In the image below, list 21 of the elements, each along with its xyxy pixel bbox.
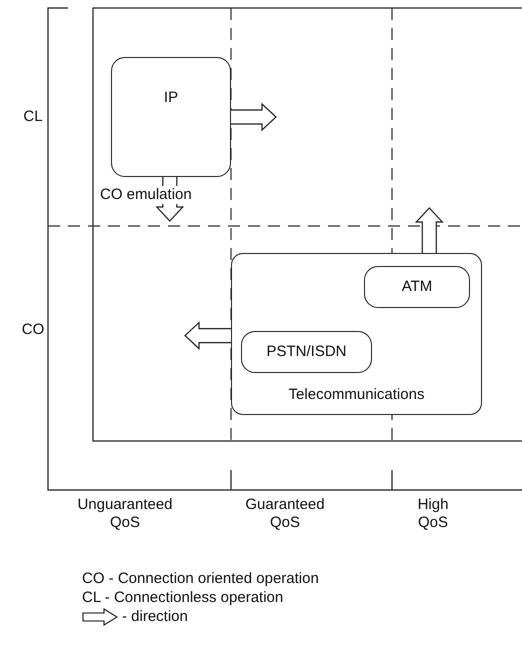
node-label: ATM [402, 278, 432, 296]
node-label: IP [164, 89, 178, 108]
axis-label: CO - Connection oriented operation [82, 570, 320, 588]
block-arrow [155, 176, 184, 222]
axis-label: Unguaranteed QoS [76, 496, 174, 532]
rounded-box [364, 266, 470, 308]
axis-label: CL [22, 108, 44, 126]
axis-label: CL - Connectionless operation [82, 589, 284, 607]
legend-text: - direction [122, 608, 188, 626]
axis-label: CO [20, 321, 46, 339]
node-caption: CO emulation [100, 186, 192, 204]
node-label: PSTN/ISDN [266, 343, 346, 361]
block-arrow [184, 321, 232, 350]
node-label: Telecommunications [288, 386, 424, 405]
rounded-box [241, 331, 372, 373]
block-arrow [230, 102, 277, 132]
axis-label: Guaranteed QoS [244, 496, 326, 532]
axis-label: High QoS [416, 496, 450, 532]
block-arrow [414, 207, 444, 254]
rounded-box [231, 253, 482, 415]
rounded-box [111, 57, 231, 177]
